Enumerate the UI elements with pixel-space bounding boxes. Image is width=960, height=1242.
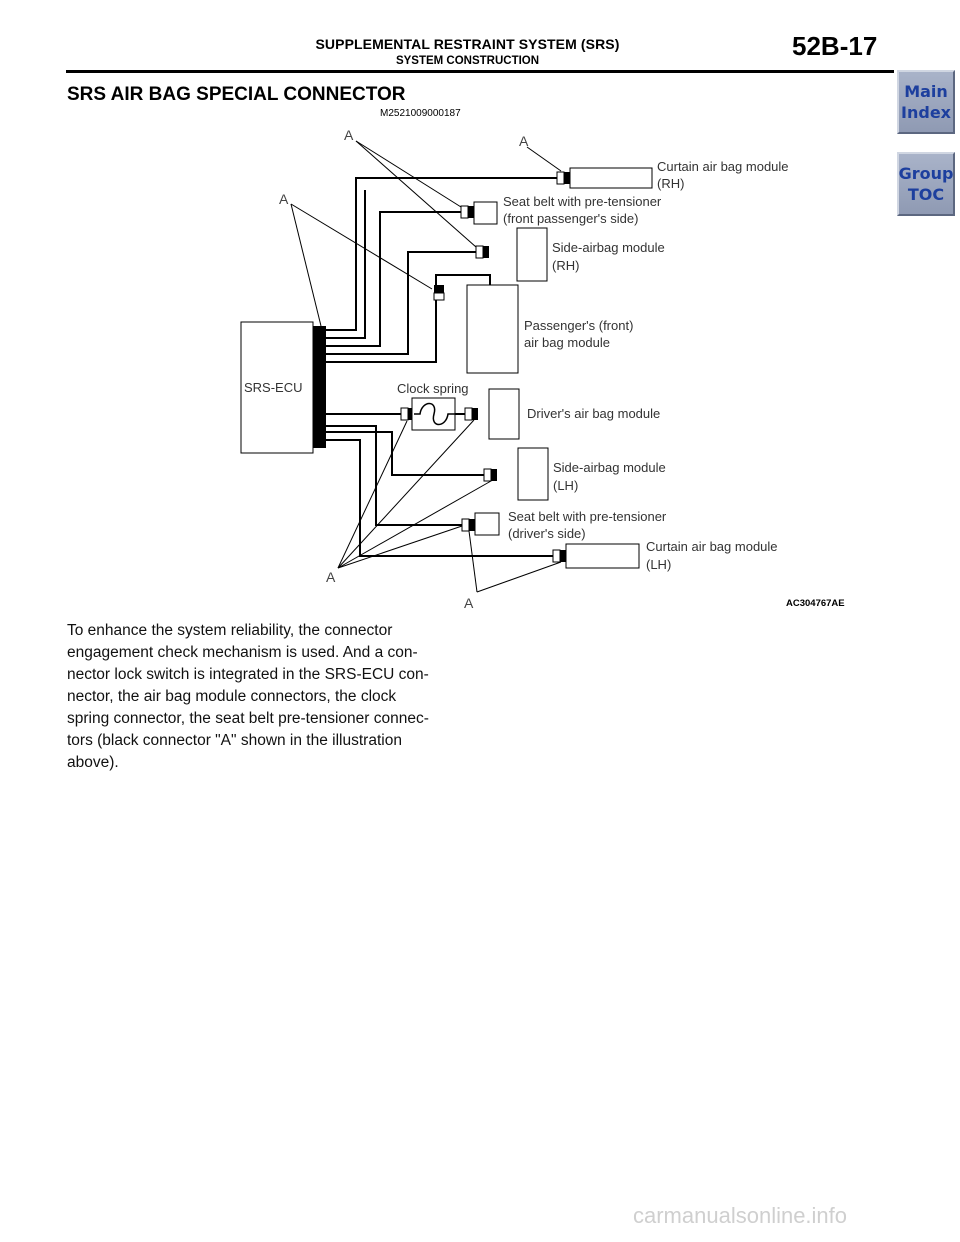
side-rh-module	[516, 227, 548, 282]
connector-a-label: A	[464, 595, 474, 611]
seatbelt-front-label: Seat belt with pre-tensioner	[503, 194, 662, 209]
seatbelt-front-module	[473, 201, 498, 225]
leader-lines	[290, 140, 562, 593]
side-rh-label: Side-airbag module	[552, 240, 665, 255]
group-toc-label-2: TOC	[907, 185, 945, 204]
side-rh-label-side: (RH)	[552, 258, 579, 273]
seatbelt-driver-label: Seat belt with pre-tensioner	[508, 509, 667, 524]
main-index-label-1: Main	[904, 82, 948, 101]
curtain-rh-label-side: (RH)	[657, 176, 684, 191]
figure-id: AC304767AE	[786, 598, 845, 609]
running-header-title: SUPPLEMENTAL RESTRAINT SYSTEM (SRS)	[315, 36, 620, 52]
group-toc-label-1: Group	[898, 164, 954, 183]
curtain-rh-label: Curtain air bag module	[657, 159, 789, 174]
main-index-button[interactable]: Main Index	[897, 70, 955, 134]
curtain-lh-label-side: (LH)	[646, 557, 671, 572]
body-line: engagement check mechanism is used. And …	[67, 644, 418, 661]
connector-a-label: A	[279, 191, 289, 207]
connector-a-label: A	[519, 133, 529, 149]
connector-a-label: A	[326, 569, 336, 585]
body-line: To enhance the system reliability, the c…	[67, 622, 393, 639]
driver-label: Driver's air bag module	[527, 406, 660, 421]
passenger-label: Passenger's (front)	[524, 318, 633, 333]
seatbelt-driver-module	[474, 512, 500, 536]
watermark: carmanualsonline.info	[633, 1203, 848, 1228]
clock-spring-label: Clock spring	[397, 381, 469, 396]
connector-a-label: A	[344, 127, 354, 143]
body-line: above).	[67, 754, 119, 771]
srs-ecu-box	[240, 321, 314, 454]
srs-ecu-label: SRS-ECU	[244, 380, 303, 395]
section-code: M2521009000187	[380, 108, 461, 119]
seatbelt-driver-label-side: (driver's side)	[508, 526, 586, 541]
driver-module	[488, 388, 520, 440]
special-connectors	[400, 171, 570, 563]
passenger-module	[466, 284, 519, 374]
section-title: SRS AIR BAG SPECIAL CONNECTOR	[67, 84, 406, 105]
passenger-label-2: air bag module	[524, 335, 610, 350]
body-paragraph: To enhance the system reliability, the c…	[67, 620, 477, 774]
side-lh-label: Side-airbag module	[553, 460, 666, 475]
running-header-subtitle: SYSTEM CONSTRUCTION	[395, 55, 540, 67]
body-line: nector, the air bag module connectors, t…	[67, 688, 397, 705]
group-toc-button[interactable]: Group TOC	[897, 152, 955, 216]
body-line: tors (black connector "A" shown in the i…	[67, 732, 402, 749]
clock-spring-coil	[414, 402, 455, 426]
curtain-lh-label: Curtain air bag module	[646, 539, 778, 554]
srs-ecu-connector	[313, 326, 326, 448]
srs-wiring-diagram: SRS-ECU	[240, 127, 845, 611]
side-lh-module	[517, 447, 549, 501]
body-line: spring connector, the seat belt pre-tens…	[67, 710, 429, 727]
curtain-lh-module	[565, 543, 640, 569]
side-lh-label-side: (LH)	[553, 478, 578, 493]
seatbelt-front-label-side: (front passenger's side)	[503, 211, 638, 226]
header-rule	[66, 70, 894, 73]
page-number: 52B-17	[792, 31, 878, 61]
main-index-label-2: Index	[901, 103, 951, 122]
body-line: nector lock switch is integrated in the …	[67, 666, 429, 683]
curtain-rh-module	[569, 167, 653, 189]
